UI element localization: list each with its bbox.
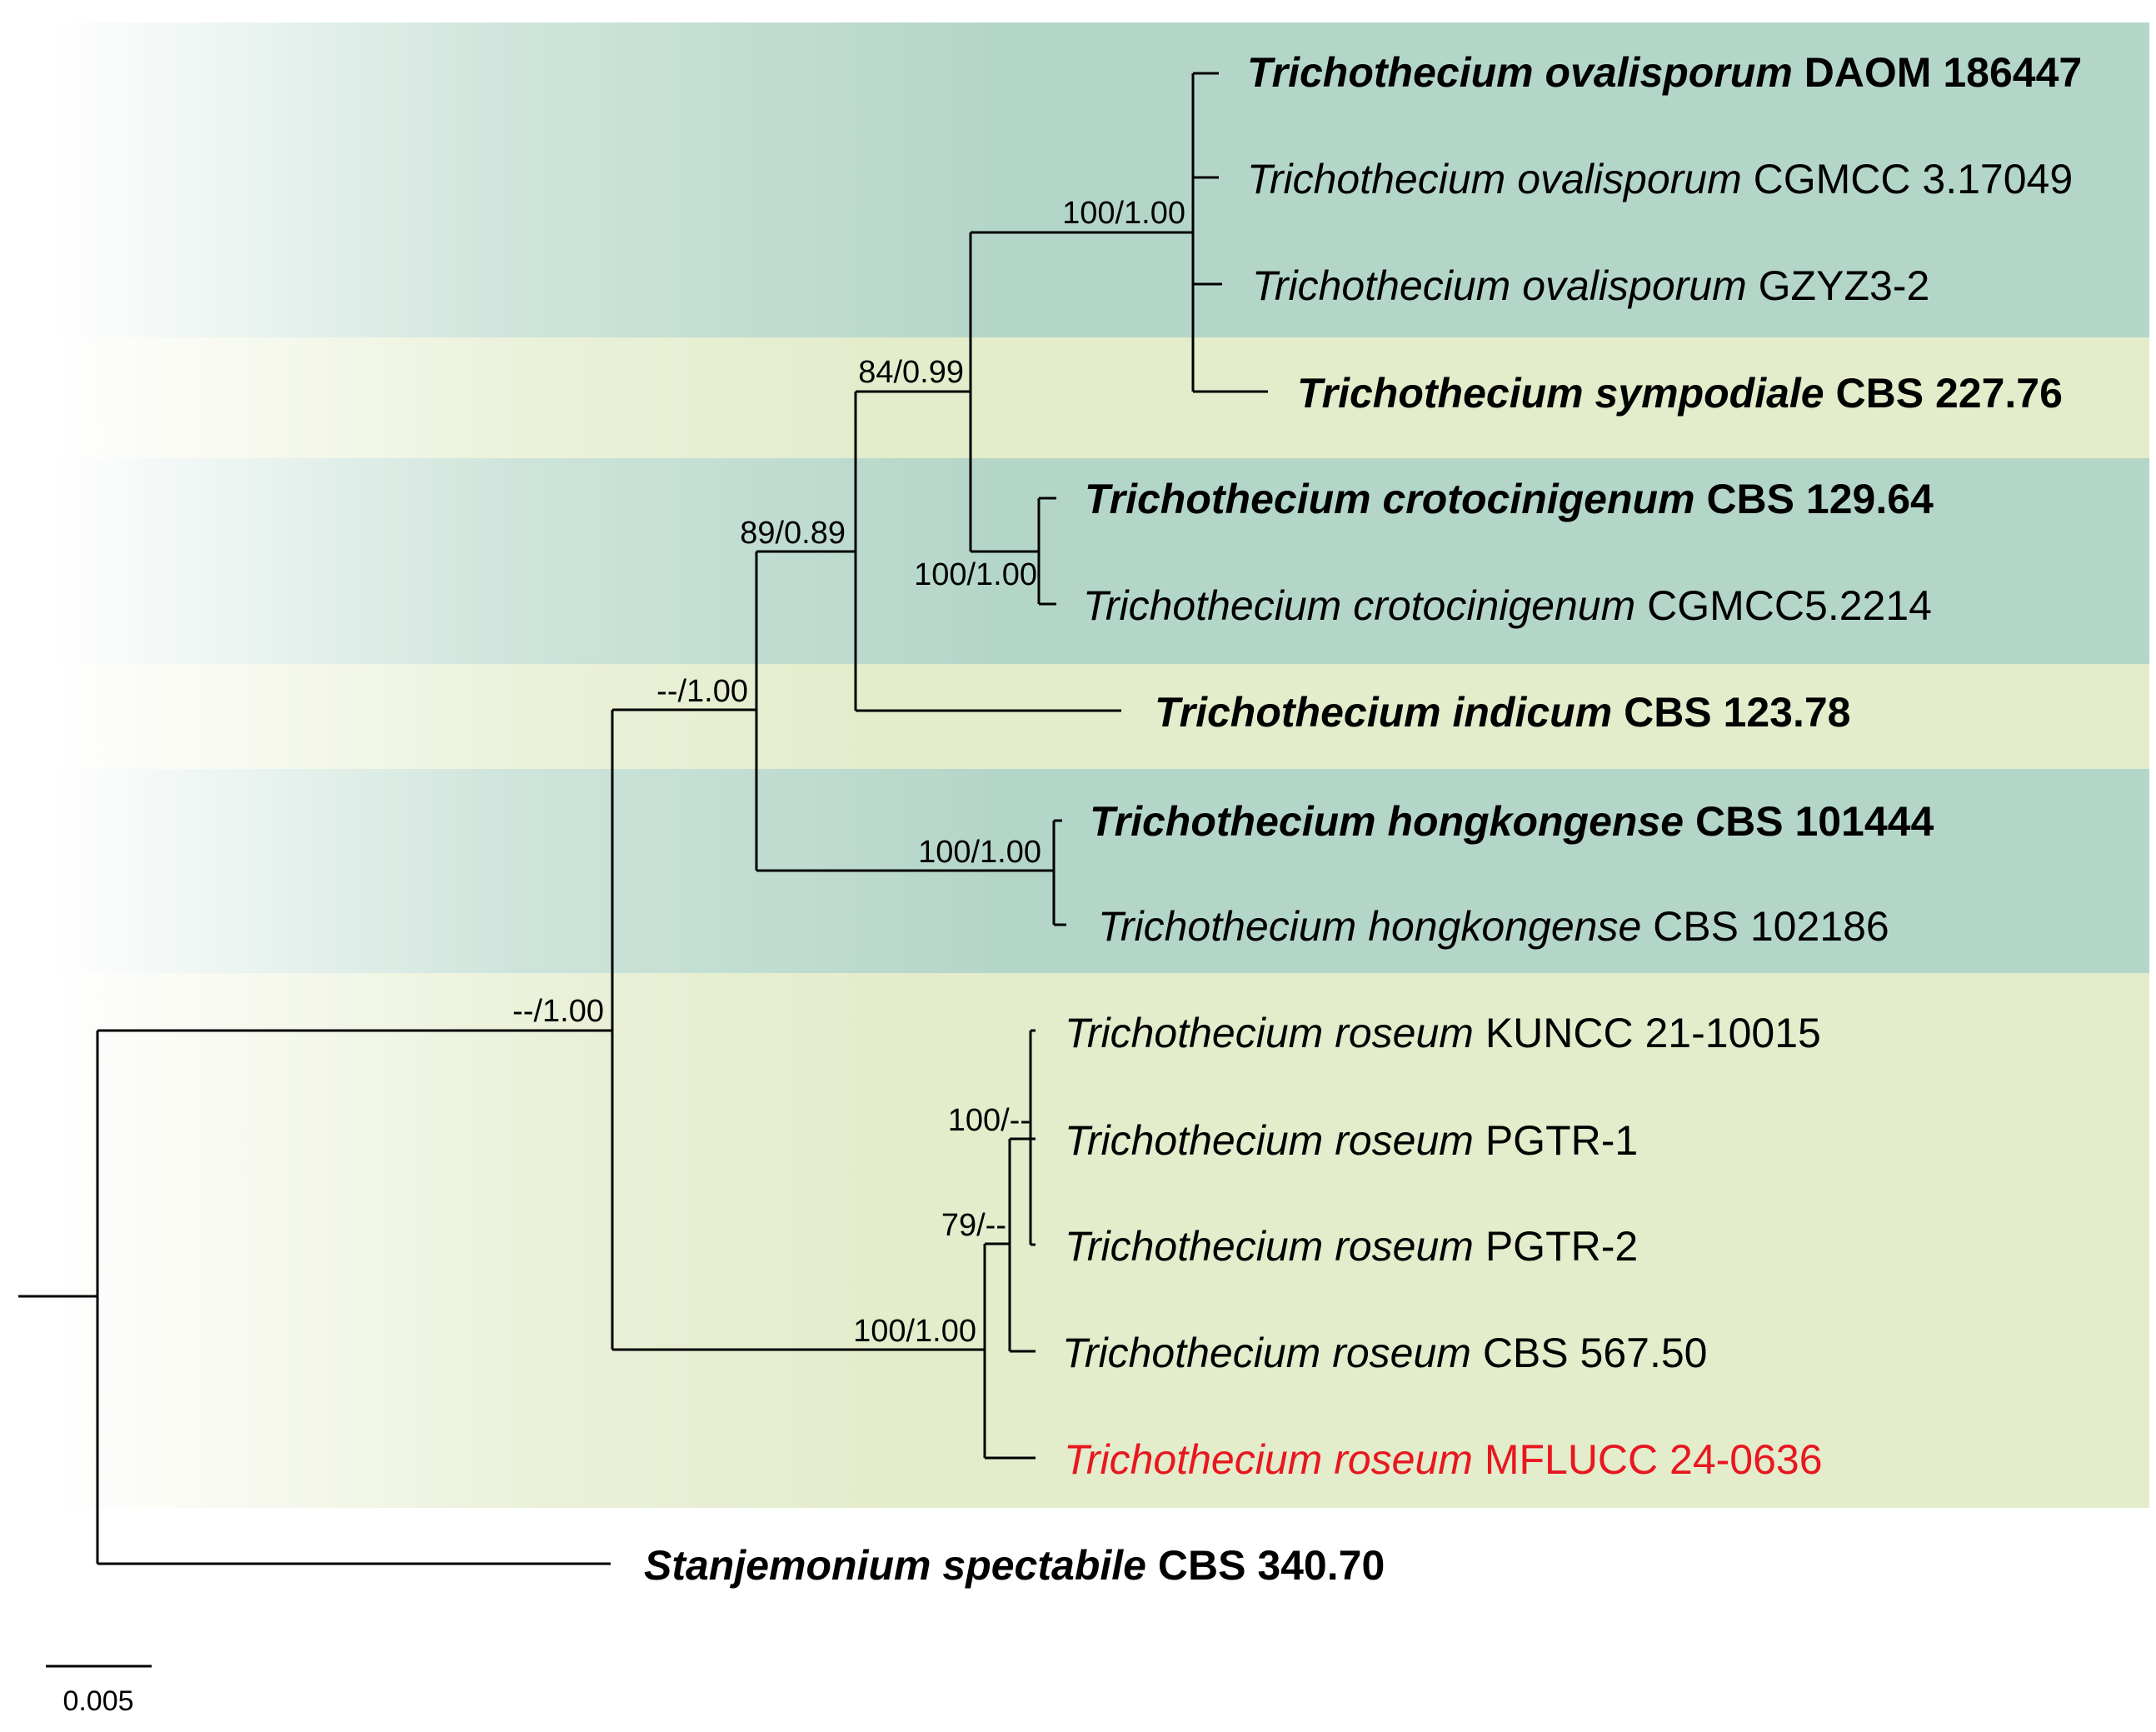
taxon-label[interactable]: Trichothecium indicum CBS 123.78 [1155, 689, 1850, 736]
taxon-label[interactable]: Trichothecium ovalisporum CGMCC 3.17049 [1247, 156, 2073, 202]
taxon-strain: CGMCC 3.17049 [1754, 156, 2074, 202]
support-values: 100/1.00 84/0.99 100/1.00 89/0.89 --/1.0… [512, 196, 1185, 1349]
scale-bar-label: 0.005 [62, 1685, 133, 1717]
taxon-name: Trichothecium [1155, 689, 1441, 736]
taxon-name: Trichothecium [1085, 476, 1371, 522]
taxon-epithet: roseum [1332, 1330, 1471, 1376]
band-ovalisporum [50, 22, 2149, 337]
taxon-strain: CBS 129.64 [1706, 476, 1934, 522]
taxon-strain: DAOM 186447 [1804, 49, 2083, 96]
taxon-label[interactable]: Trichothecium ovalisporum GZYZ3-2 [1252, 262, 1929, 309]
taxon-epithet: roseum [1335, 1117, 1474, 1164]
taxon-epithet: ovalisporum [1517, 156, 1742, 202]
support-label: 100/1.00 [1062, 196, 1185, 231]
support-label: 100/-- [948, 1103, 1031, 1138]
taxon-label[interactable]: Trichothecium hongkongense CBS 102186 [1098, 903, 1889, 950]
taxon-name: Trichothecium [1065, 1223, 1323, 1270]
taxon-name: Trichothecium [1247, 49, 1534, 96]
clade-bands [50, 22, 2149, 1508]
taxon-label[interactable]: Trichothecium roseum CBS 567.50 [1062, 1330, 1707, 1376]
support-label: 100/1.00 [853, 1314, 976, 1349]
taxon-name: Trichothecium [1252, 262, 1510, 309]
taxon-epithet: hongkongense [1388, 798, 1684, 845]
taxon-name: Trichothecium [1065, 1010, 1323, 1056]
taxon-label[interactable]: Trichothecium roseum KUNCC 21-10015 [1065, 1010, 1821, 1056]
taxon-epithet: ovalisporum [1522, 262, 1747, 309]
taxon-epithet: roseum [1335, 1223, 1474, 1270]
taxon-label[interactable]: Trichothecium roseum MFLUCC 24-0636 [1064, 1436, 1823, 1483]
taxon-epithet: roseum [1334, 1436, 1473, 1483]
taxon-strain: CBS 123.78 [1624, 689, 1850, 736]
taxon-strain: MFLUCC 24-0636 [1485, 1436, 1823, 1483]
support-label: 79/-- [941, 1208, 1006, 1243]
taxon-epithet: sympodiale [1595, 370, 1824, 417]
band-indicum [50, 664, 2149, 769]
band-roseum [50, 973, 2149, 1508]
taxon-name: Trichothecium [1090, 798, 1376, 845]
taxon-name: Trichothecium [1065, 1117, 1323, 1164]
taxon-epithet: spectabile [942, 1542, 1146, 1589]
support-label: 100/1.00 [918, 835, 1041, 870]
taxon-epithet: indicum [1453, 689, 1613, 736]
taxon-label[interactable]: Trichothecium sympodiale CBS 227.76 [1297, 370, 2063, 417]
taxon-name: Trichothecium [1297, 370, 1584, 417]
taxon-epithet: hongkongense [1368, 903, 1641, 950]
taxon-strain: CGMCC5.2214 [1647, 582, 1932, 629]
taxon-strain: CBS 101444 [1695, 798, 1934, 845]
taxon-strain: CBS 227.76 [1836, 370, 2063, 417]
taxon-strain: CBS 102186 [1653, 903, 1889, 950]
taxon-label[interactable]: Trichothecium ovalisporum DAOM 186447 [1247, 49, 2082, 96]
band-hongkongense [50, 769, 2149, 973]
taxon-strain: GZYZ3-2 [1759, 262, 1930, 309]
support-label: 84/0.99 [858, 355, 964, 390]
taxon-strain: CBS 567.50 [1483, 1330, 1708, 1376]
taxon-epithet: crotocinigenum [1383, 476, 1695, 522]
taxon-strain: CBS 340.70 [1158, 1542, 1385, 1589]
taxon-label[interactable]: Trichothecium crotocinigenum CGMCC5.2214 [1083, 582, 1932, 629]
taxon-epithet: ovalisporum [1545, 49, 1793, 96]
taxon-strain: PGTR-1 [1485, 1117, 1638, 1164]
taxon-strain: PGTR-2 [1485, 1223, 1638, 1270]
taxon-epithet: crotocinigenum [1353, 582, 1635, 629]
band-sympodiale [50, 337, 2149, 458]
taxon-label[interactable]: Trichothecium roseum PGTR-2 [1065, 1223, 1638, 1270]
support-label: 100/1.00 [914, 557, 1037, 592]
taxon-name: Trichothecium [1083, 582, 1341, 629]
taxon-name: Stanjemonium [644, 1542, 931, 1589]
taxon-name: Trichothecium [1247, 156, 1505, 202]
taxon-name: Trichothecium [1098, 903, 1356, 950]
taxon-label[interactable]: Trichothecium crotocinigenum CBS 129.64 [1085, 476, 1934, 522]
taxon-strain: KUNCC 21-10015 [1485, 1010, 1821, 1056]
taxon-name: Trichothecium [1064, 1436, 1322, 1483]
scale-bar: 0.005 [46, 1665, 152, 1717]
taxon-label[interactable]: Stanjemonium spectabile CBS 340.70 [644, 1542, 1385, 1589]
taxon-labels: Trichothecium ovalisporum DAOM 186447 Tr… [644, 49, 2082, 1589]
tree-branches [18, 72, 1268, 1565]
band-crotocinigenum [50, 458, 2149, 664]
support-label: --/1.00 [656, 674, 748, 709]
taxon-label[interactable]: Trichothecium hongkongense CBS 101444 [1090, 798, 1934, 845]
taxon-epithet: roseum [1335, 1010, 1474, 1056]
support-label: --/1.00 [512, 994, 604, 1029]
support-label: 89/0.89 [740, 516, 846, 551]
taxon-label[interactable]: Trichothecium roseum PGTR-1 [1065, 1117, 1638, 1164]
taxon-name: Trichothecium [1062, 1330, 1320, 1376]
